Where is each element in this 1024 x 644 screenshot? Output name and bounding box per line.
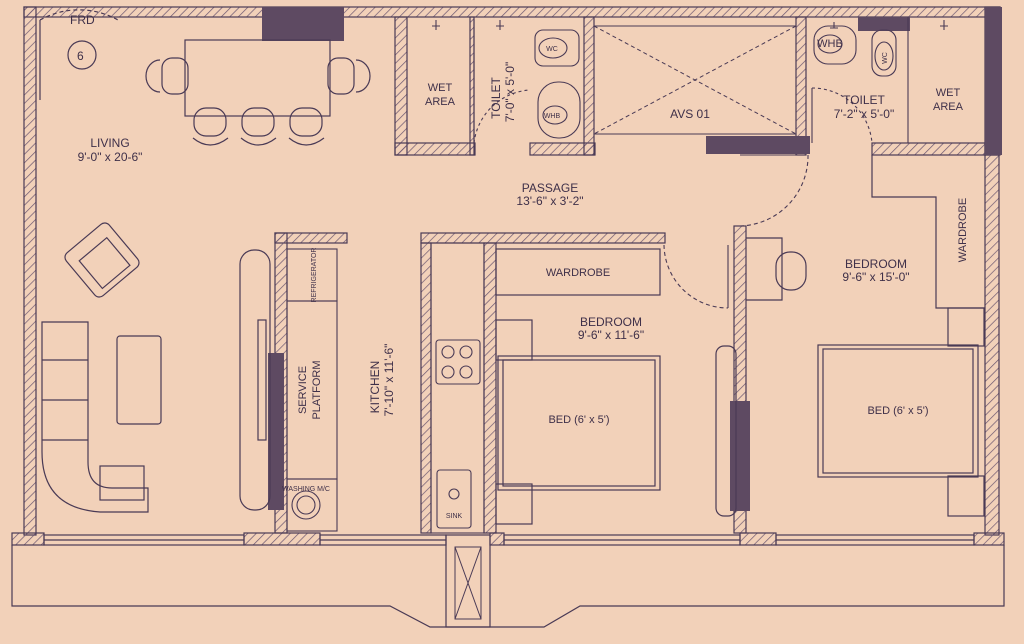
doors [663,154,809,309]
service-platform-label-1: SERVICE [297,366,309,414]
refrigerator-label: REFRIGERATOR [311,248,318,303]
frd-number: 6 [77,49,84,63]
bedroom-center-dimensions: 9'-6" x 11'-6" [578,328,644,342]
bedroom-right-dimensions: 9'-6" x 15'-0" [842,270,909,284]
bedroom-center-label: BEDROOM [580,315,642,329]
whb-left-label: WHB [544,113,561,120]
bedroom-right-label: BEDROOM [845,257,907,271]
bed-center-label: BED (6' x 5') [548,414,609,426]
columns [262,7,1002,511]
wet-area-left-label-1: WET [428,82,453,94]
toilet-right-dimensions: 7'-2" x 5'-0" [834,107,894,121]
wardrobe-center-label: WARDROBE [546,267,610,279]
kitchen-label: KITCHEN [368,361,382,414]
bed-right-label: BED (6' x 5') [867,405,928,417]
service-platform-label-2: PLATFORM [311,360,323,419]
room-labels: FRD 6 LIVING 9'-0" x 20-6" WET AREA TOIL… [70,13,969,520]
avs-label: AVS 01 [670,107,710,121]
living-room [39,9,371,513]
wet-area-left-label-2: AREA [425,96,456,108]
frd-label: FRD [70,13,95,27]
sink-label: SINK [446,513,463,520]
toilets [432,17,948,144]
living-dimensions: 9'-0" x 20-6" [78,150,143,164]
kitchen [286,242,485,534]
toilet-left-dimensions: 7'-0" x 5'-0" [503,62,517,122]
wet-area-right-label-1: WET [936,87,961,99]
whb-right-label: WHB [817,38,843,50]
passage-dimensions: 13'-6" x 3'-2" [516,194,583,208]
living-label: LIVING [90,136,129,150]
bedrooms [495,155,985,525]
toilet-left-label: TOILET [489,76,503,118]
wc-left-label: WC [546,46,558,53]
wardrobe-right-label: WARDROBE [957,198,969,262]
toilet-right-label: TOILET [843,93,885,107]
wet-area-right-label-2: AREA [933,101,964,113]
wc-right-label: WC [882,52,889,64]
shaft [454,546,482,620]
washing-machine-label: WASHING M/C [282,486,330,493]
windows [11,534,1005,628]
kitchen-dimensions: 7'-10" x 11'-6" [382,344,396,417]
avs-shaft [593,25,797,135]
passage-label: PASSAGE [522,181,578,195]
